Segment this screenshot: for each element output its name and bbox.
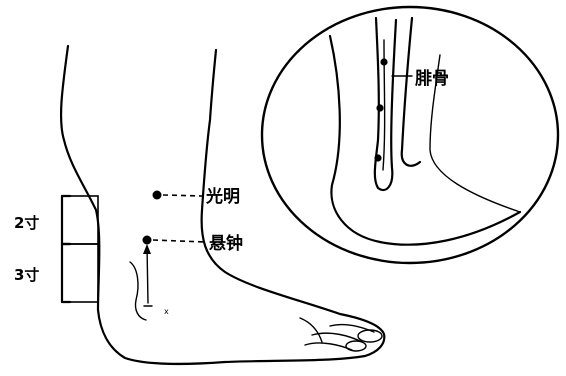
fibula-label: 腓骨	[415, 69, 449, 89]
xuanzhong-label: 悬钟	[209, 233, 243, 254]
guangming-point	[153, 191, 203, 200]
tiny-mark: x	[164, 307, 169, 316]
guangming-label: 光明	[205, 186, 240, 207]
measurement-brackets	[62, 196, 98, 302]
xuanzhong-point	[143, 236, 206, 307]
measure-lower-label: 3寸	[14, 266, 39, 284]
inset-circle	[262, 7, 558, 263]
measure-upper-label: 2寸	[14, 214, 39, 232]
